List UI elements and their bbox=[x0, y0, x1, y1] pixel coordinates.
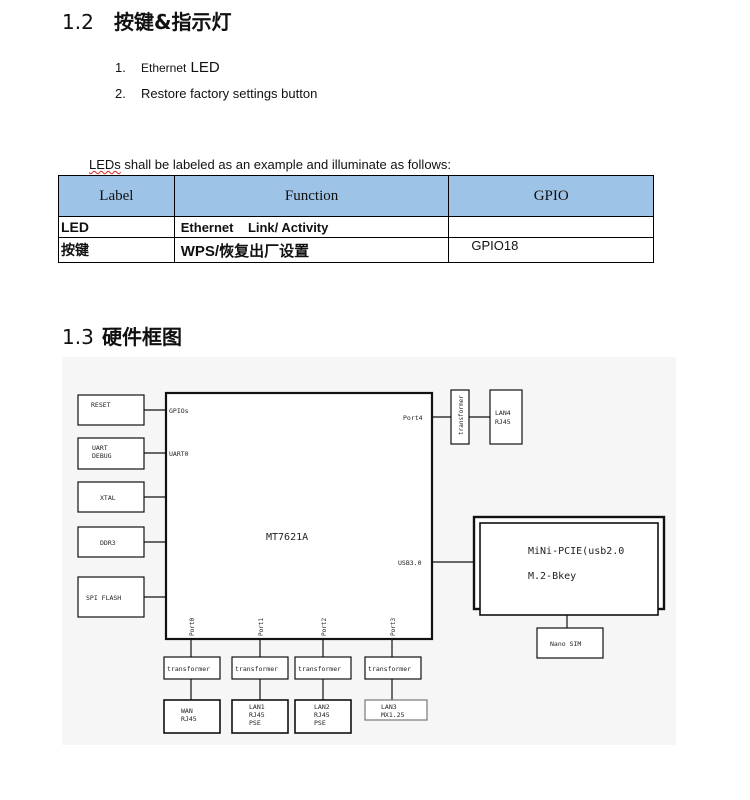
wan-block bbox=[163, 699, 221, 734]
section-heading-diagram: 1.3 硬件框图 bbox=[62, 321, 182, 350]
section-title: 按键&指示灯 bbox=[114, 10, 232, 34]
section-number: 1.3 bbox=[62, 325, 94, 349]
pin-gpio: GPIOs bbox=[169, 407, 189, 415]
header-function: Function bbox=[173, 175, 450, 217]
reset-block bbox=[77, 394, 145, 426]
transformer-rotated-label: transformer bbox=[458, 395, 465, 435]
transformer-label: transformer bbox=[368, 665, 411, 673]
section-number: 1.2 bbox=[62, 10, 94, 34]
lan2-label-1: LAN2 bbox=[314, 703, 330, 711]
pin-uart: UART0 bbox=[169, 450, 189, 458]
led-table: Label Function GPIO LED Ethernet Link/ A… bbox=[58, 175, 654, 263]
transformer-label: transformer bbox=[167, 665, 210, 673]
lan2-block bbox=[294, 699, 352, 734]
led-intro-text: LEDs shall be labeled as an example and … bbox=[89, 157, 451, 172]
table-row: LED Ethernet Link/ Activity bbox=[58, 216, 654, 238]
list-item: 1. Ethernet LED bbox=[115, 59, 220, 76]
minipcie-label: MiNi-PCIE(usb2.0 bbox=[528, 546, 624, 557]
pin-usb: USB3.0 bbox=[398, 559, 422, 567]
m2-label: M.2-Bkey bbox=[528, 571, 576, 582]
lan4-label-2: RJ45 bbox=[495, 418, 511, 426]
lan1-label-3: PSE bbox=[249, 719, 261, 727]
intro-rest: shall be labeled as an example and illum… bbox=[120, 157, 452, 172]
cell-gpio: GPIO18 bbox=[448, 237, 654, 263]
nano-sim-label: Nano SIM bbox=[550, 640, 581, 648]
xtal-label: XTAL bbox=[100, 494, 116, 502]
wan-label-1: WAN bbox=[181, 707, 193, 715]
table-header-row: Label Function GPIO bbox=[58, 175, 654, 217]
chip-label: MT7621A bbox=[266, 532, 308, 543]
uart-label-1: UART bbox=[92, 444, 108, 452]
cell-function: WPS/恢复出厂设置 bbox=[173, 237, 450, 263]
cell-label: LED bbox=[58, 216, 175, 238]
port0-label: Port0 bbox=[189, 618, 196, 636]
lan2-label-3: PSE bbox=[314, 719, 326, 727]
intro-word: LEDs bbox=[89, 157, 121, 172]
port3-label: Port3 bbox=[390, 618, 397, 636]
spi-flash-label: SPI FLASH bbox=[86, 594, 121, 602]
lan2-label-2: RJ45 bbox=[314, 711, 330, 719]
list-text-b: LED bbox=[186, 59, 220, 76]
ddr3-label: DDR3 bbox=[100, 539, 116, 547]
list-text: Ethernet bbox=[141, 61, 187, 75]
lan4-block bbox=[489, 389, 523, 445]
lan1-block bbox=[231, 699, 289, 734]
mt7621a-chip bbox=[164, 391, 434, 641]
section-heading-buttons: 1.2 按键&指示灯 bbox=[62, 6, 231, 35]
cell-gpio bbox=[448, 216, 654, 238]
minipcie-inner bbox=[479, 522, 659, 616]
transformer-label: transformer bbox=[298, 665, 341, 673]
pin-port4: Port4 bbox=[403, 414, 423, 422]
lan1-label-2: RJ45 bbox=[249, 711, 265, 719]
ddr3-block bbox=[77, 526, 145, 558]
transformer-label: transformer bbox=[235, 665, 278, 673]
nano-sim-block bbox=[536, 627, 604, 659]
lan4-label-1: LAN4 bbox=[495, 409, 511, 417]
lan3-label-1: LAN3 bbox=[381, 703, 397, 711]
reset-label: RESET bbox=[91, 401, 111, 409]
header-gpio: GPIO bbox=[448, 175, 654, 217]
transformer-3 bbox=[364, 656, 422, 680]
table-row: 按键 WPS/恢复出厂设置 GPIO18 bbox=[58, 237, 654, 263]
port2-label: Port2 bbox=[321, 618, 328, 636]
uart-debug-block bbox=[77, 437, 145, 470]
port1-label: Port1 bbox=[258, 618, 265, 636]
header-label: Label bbox=[58, 175, 175, 217]
hardware-block-diagram: RESET UART DEBUG XTAL DDR3 SPI FLASH GPI… bbox=[62, 357, 676, 745]
list-text: Restore factory settings button bbox=[141, 86, 318, 101]
block-diagram-svg: RESET UART DEBUG XTAL DDR3 SPI FLASH GPI… bbox=[77, 389, 666, 734]
lan3-block bbox=[364, 699, 428, 721]
list-number: 1. bbox=[115, 60, 126, 75]
section-title: 硬件框图 bbox=[102, 325, 182, 349]
xtal-block bbox=[77, 481, 145, 513]
transformer-0 bbox=[163, 656, 221, 680]
cell-label: 按键 bbox=[58, 237, 175, 263]
list-number: 2. bbox=[115, 86, 126, 101]
cell-function: Ethernet Link/ Activity bbox=[173, 216, 450, 238]
wan-label-2: RJ45 bbox=[181, 715, 197, 723]
lan1-label-1: LAN1 bbox=[249, 703, 265, 711]
uart-label-2: DEBUG bbox=[92, 452, 112, 460]
lan3-label-2: MX1.25 bbox=[381, 711, 405, 719]
list-item: 2. Restore factory settings button bbox=[115, 86, 317, 101]
